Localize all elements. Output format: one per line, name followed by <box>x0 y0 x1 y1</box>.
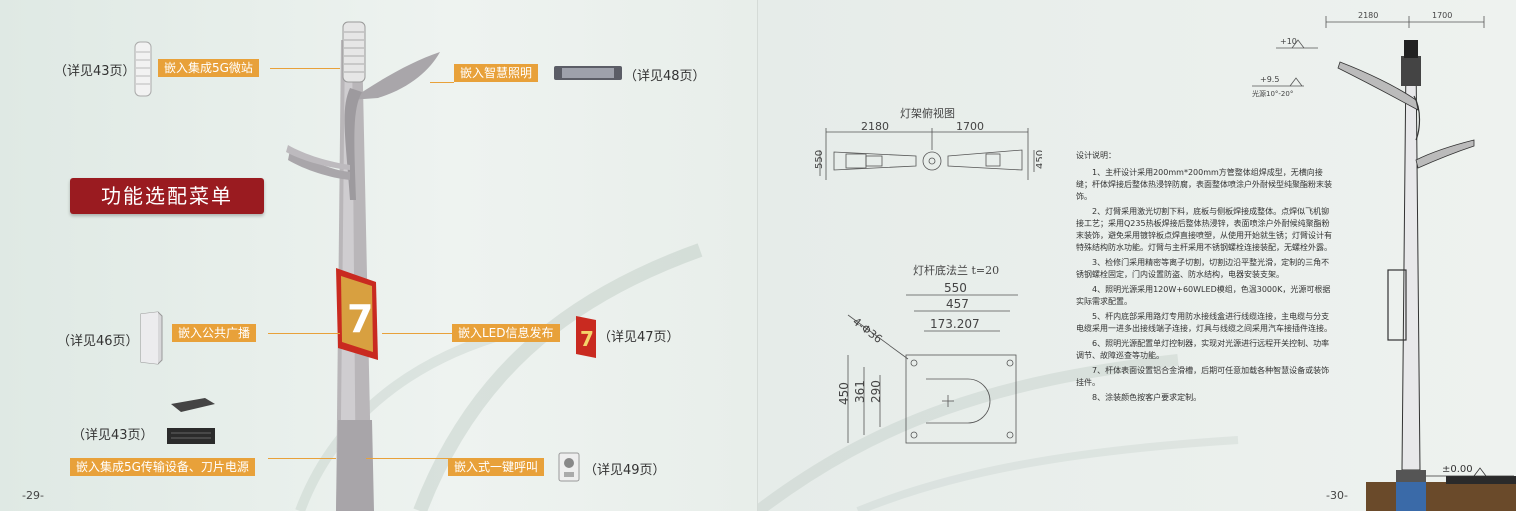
dim-290-h: 290 <box>869 380 883 403</box>
dim-450: 450 <box>1035 150 1042 169</box>
label-led-info: 嵌入LED信息发布 <box>452 324 560 342</box>
level-mid: +9.5 <box>1260 75 1279 84</box>
page-number: -29- <box>22 489 44 502</box>
svg-text:7: 7 <box>580 327 594 351</box>
pole-base-flange-drawing: 550 457 173.207 4-Φ36 450 361 290 <box>837 281 1018 444</box>
note-item: 3、检修门采用精密等离子切割，切割边沿平整光滑，定制的三角不锈钢螺栓固定，门内设… <box>1076 258 1330 279</box>
5g-microstation-icon <box>134 41 152 97</box>
level-top: +10 <box>1280 37 1297 46</box>
speaker-icon <box>140 311 163 365</box>
feature-menu-badge: 功能选配菜单 <box>70 178 264 214</box>
page-ref-5g-transmission: （详见43页） <box>72 428 154 443</box>
page-number-right: -30- <box>1326 489 1348 502</box>
dim-450-h: 450 <box>837 382 851 405</box>
svg-text:7: 7 <box>347 297 373 341</box>
transmission-equipment-icon <box>167 398 215 444</box>
leader-line <box>430 82 454 83</box>
dim-1700: 1700 <box>956 120 984 133</box>
dim-361-h: 361 <box>853 380 867 403</box>
note-item: 4、照明光源采用120W+60WLED模组，色温3000K，光源可根据实际需求配… <box>1076 285 1331 306</box>
dim-550-w: 550 <box>944 281 967 295</box>
label-broadcast: 嵌入公共广播 <box>172 324 257 342</box>
page-ref-led-info: （详见47页） <box>598 330 680 345</box>
leader-line <box>382 333 452 334</box>
led-screen-icon: 7 <box>576 316 596 358</box>
page-ref-5g-station: （详见43页） <box>54 64 136 79</box>
dim-550: 550 <box>814 150 825 169</box>
right-page-watermark <box>758 354 1239 511</box>
emergency-call-icon <box>558 452 580 482</box>
drawing-top-view-title: 灯架俯视图 <box>900 107 955 120</box>
note-item: 6、照明光源配置单灯控制器，实现对光源进行远程开关控制、功率调节、故障巡查等功能… <box>1076 339 1330 360</box>
dim-2180: 2180 <box>861 120 889 133</box>
pole-elevation-drawing: 2180 1700 +10 +9.5 光源10°-20° ±0.00 <box>1252 11 1516 511</box>
dim-173-w: 173.207 <box>930 317 980 331</box>
label-5g-station: 嵌入集成5G微站 <box>158 59 259 77</box>
lamp-arm-top-view: 2180 1700 550 450 <box>814 120 1042 180</box>
page-ref-emergency-call: （详见49页） <box>584 463 666 478</box>
note-item: 8、涂装颜色按客户要求定制。 <box>1092 393 1202 402</box>
label-5g-transmission: 嵌入集成5G传输设备、刀片电源 <box>70 458 255 476</box>
leader-line <box>268 333 340 334</box>
leader-line <box>366 458 448 459</box>
page-ref-smart-lighting: （详见48页） <box>624 69 706 84</box>
dim-457-w: 457 <box>946 297 969 311</box>
smart-pole-illustration: 7 <box>286 21 703 511</box>
lighting-controller-icon <box>554 66 622 80</box>
leader-line <box>268 458 336 459</box>
elev-dim-1700: 1700 <box>1432 11 1452 20</box>
page-ref-broadcast: （详见46页） <box>57 334 139 349</box>
drawing-flange-title: 灯杆底法兰 t=20 <box>913 264 1000 277</box>
level-ground: ±0.00 <box>1442 464 1473 475</box>
note-item: 5、杆内底部采用路灯专用防水接线盒进行线缆连接，主电缆与分支电缆采用一进多出接线… <box>1076 312 1332 333</box>
leader-line <box>270 68 340 69</box>
holes-label: 4-Φ36 <box>850 315 885 346</box>
label-emergency-call: 嵌入式一键呼叫 <box>448 458 545 476</box>
note-item: 1、主杆设计采用200mm*200mm方管整体组焊成型，无横向接缝；杆体焊接后整… <box>1076 168 1332 201</box>
label-smart-lighting: 嵌入智慧照明 <box>454 64 539 82</box>
design-notes: 设计说明： 1、主杆设计采用200mm*200mm方管整体组焊成型，无横向接缝；… <box>1076 150 1334 407</box>
notes-title: 设计说明： <box>1076 151 1116 160</box>
note-item: 2、灯臂采用激光切割下料，底板与侧板焊接成整体。点焊似飞机铆接工艺；采用Q235… <box>1076 207 1332 252</box>
left-page: 7 功能选配菜单 （详见43页） 嵌入集成5G微站 嵌入智慧照明 （详见48页）… <box>0 0 758 511</box>
elev-dim-2180: 2180 <box>1358 11 1378 20</box>
light-angle-note: 光源10°-20° <box>1252 89 1293 98</box>
note-item: 7、杆体表面设置铝合金滑槽，后期可任意加载各种智慧设备或装饰挂件。 <box>1076 366 1330 387</box>
